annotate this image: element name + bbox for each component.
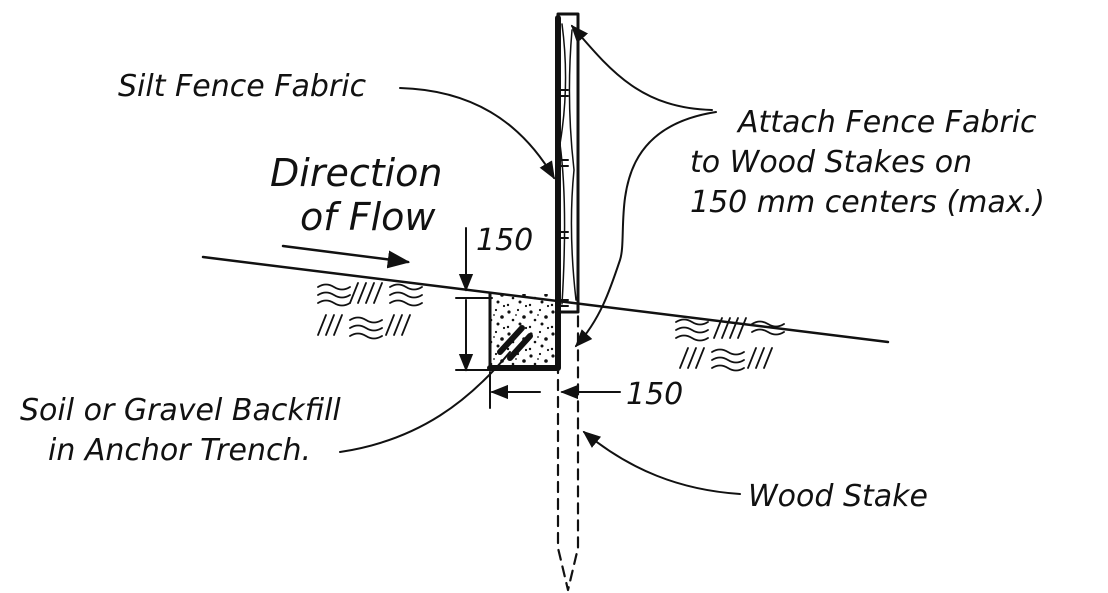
label-attach-fabric-1: Attach Fence Fabric: [736, 105, 1037, 140]
staples: [555, 89, 569, 307]
label-backfill-2: in Anchor Trench.: [48, 433, 311, 468]
label-direction-of-flow-2: of Flow: [300, 195, 436, 239]
depth-dimension: [455, 227, 493, 372]
label-attach-fabric-2: to Wood Stakes on: [690, 145, 972, 180]
flow-arrow: [281, 244, 411, 269]
label-silt-fence-fabric: Silt Fence Fabric: [118, 69, 367, 104]
label-direction-of-flow-1: Direction: [270, 151, 443, 195]
soil-hatch-left: [317, 282, 423, 340]
backfill-rod: [497, 325, 533, 361]
leader-wood-stake: [582, 430, 741, 495]
label-wood-stake: Wood Stake: [748, 479, 928, 514]
wood-stake-top: [556, 12, 580, 314]
leader-attach-top: [570, 24, 713, 111]
wood-stake-buried: [556, 310, 580, 592]
soil-hatch-right: [675, 317, 785, 372]
stake-grain: [559, 23, 577, 305]
label-backfill-1: Soil or Gravel Backfill: [20, 393, 341, 428]
label-depth-dimension: 150: [476, 223, 533, 258]
leader-backfill: [339, 351, 511, 453]
leader-attach-bottom: [574, 111, 717, 348]
label-width-dimension: 150: [626, 377, 683, 412]
width-dimension: [489, 371, 621, 409]
label-attach-fabric-3: 150 mm centers (max.): [690, 185, 1045, 220]
leader-silt-fence-fabric: [399, 87, 555, 180]
